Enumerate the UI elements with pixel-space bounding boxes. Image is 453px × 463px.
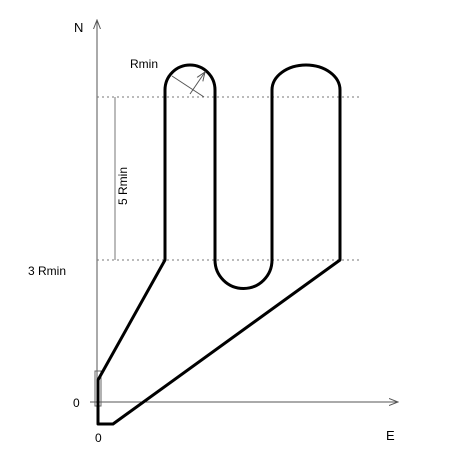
height-label: 5 Rmin	[116, 167, 130, 205]
radius-arrow	[171, 75, 205, 98]
north-label: N	[74, 20, 83, 35]
y-level-label: 3 Rmin	[28, 264, 66, 278]
east-label: E	[386, 428, 395, 443]
flight-path	[96, 63, 342, 426]
radius-label: Rmin	[130, 57, 158, 71]
origin-x-label: 0	[95, 431, 102, 445]
origin-y-label: 0	[73, 396, 80, 410]
radius-pointer	[189, 72, 205, 95]
